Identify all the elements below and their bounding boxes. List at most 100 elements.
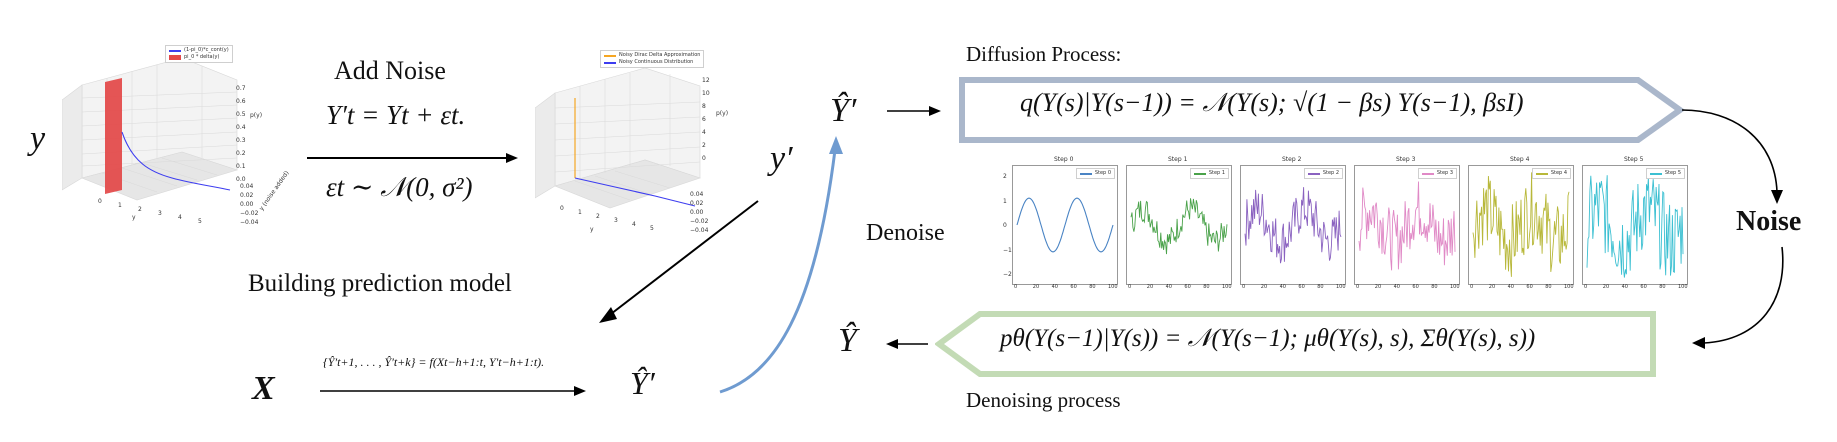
tick-label: 0	[702, 155, 706, 162]
plot1-x-axis-label: y	[132, 214, 136, 221]
to-diffusion-arrow	[887, 106, 941, 116]
tick-label: 0	[98, 198, 102, 205]
legend-swatch	[604, 54, 616, 57]
step-title: Step 3	[1396, 156, 1416, 163]
delta-bar	[105, 78, 122, 194]
plot2-legend: Noisy Dirac Delta Approximation Noisy Co…	[600, 50, 705, 68]
tick-label: 100	[1450, 284, 1460, 290]
tick-label: 2	[596, 213, 600, 220]
tick-label: 0	[1356, 284, 1360, 290]
step-panel: Step 1	[1126, 165, 1232, 285]
tick-label: 80	[1089, 284, 1096, 290]
tick-label: 0	[1014, 284, 1018, 290]
legend-entry: Step 4	[1550, 170, 1567, 176]
plot1-z-ticks: 0.7 0.6 0.5 0.4 0.3 0.2 0.1 0.0	[236, 82, 246, 186]
plot1-depth-ticks: 0.04 0.02 0.00 −0.02 −0.04	[240, 182, 258, 227]
legend-entry: Noisy Continuous Distribution	[619, 59, 694, 65]
tick-label: 0	[560, 205, 564, 212]
legend-entry: Step 1	[1208, 170, 1225, 176]
forward-equation: q(Y(s)|Y(s−1)) = 𝒩(Y(s); √(1 − βs) Y(s−1…	[1020, 88, 1524, 117]
tick-label: 10	[702, 90, 710, 97]
tick-label: 0.00	[690, 209, 704, 216]
tick-label: 20	[1488, 284, 1496, 290]
step-panel: Step 4	[1468, 165, 1574, 285]
legend-swatch	[1649, 172, 1662, 175]
tick-label: 0.7	[236, 85, 246, 92]
step-title: Step 5	[1624, 156, 1644, 163]
step-legend: Step 5	[1645, 168, 1685, 179]
tick-label: 20	[1260, 284, 1268, 290]
plot2-depth-ticks: 0.04 0.02 0.00 −0.02 −0.04	[690, 190, 708, 235]
tick-label: 4	[178, 214, 182, 221]
step-legend: Step 3	[1417, 168, 1457, 179]
tick-label: 0.04	[690, 191, 704, 198]
tick-label: 0	[1242, 284, 1246, 290]
tick-label: 3	[614, 217, 618, 224]
plot1-legend: (1-pi_0)*c_cont(y) pi_0 * delta(y)	[165, 45, 233, 63]
y-hat-label: Ŷ	[838, 322, 857, 359]
tick-label: 0.4	[236, 124, 246, 131]
legend-swatch	[169, 55, 181, 60]
tick-label: 2	[702, 142, 706, 149]
y-hat-prime-bottom: Ŷ′	[630, 365, 655, 401]
legend-entry: Step 2	[1322, 170, 1339, 176]
building-model-label: Building prediction model	[248, 270, 512, 297]
step-signal-line	[1358, 181, 1456, 271]
tick-label: −1	[1003, 246, 1012, 254]
blue-curved-arrow	[719, 136, 843, 394]
plot1-depth-axis-label: y (noise added)	[258, 169, 291, 213]
tick-label: 0.02	[240, 192, 254, 199]
legend-entry: Step 0	[1094, 170, 1111, 176]
tick-label: 20	[1602, 284, 1610, 290]
tick-label: 0.0	[236, 176, 246, 183]
denoising-process-label: Denoising process	[966, 388, 1121, 412]
tick-label: 0.1	[236, 163, 246, 170]
tick-label: 40	[1621, 284, 1628, 290]
tick-label: 40	[1279, 284, 1286, 290]
noisy-continuous-line	[574, 177, 696, 207]
tick-label: 5	[650, 225, 654, 232]
tick-label: 3	[158, 210, 162, 217]
step-legend: Step 0	[1075, 168, 1115, 179]
tick-label: 6	[702, 116, 706, 123]
tick-label: 0.04	[240, 183, 254, 190]
y-prime-label: y′	[770, 140, 793, 177]
tick-label: −0.02	[240, 210, 259, 217]
step-title: Step 1	[1168, 156, 1188, 163]
legend-swatch	[1307, 172, 1320, 175]
plot2-z-axis-label: p(y)	[716, 110, 729, 117]
plot1-3d-chart	[62, 57, 239, 201]
step-title: Step 2	[1282, 156, 1302, 163]
tick-label: 2	[138, 206, 142, 213]
step-panel: Step 5	[1582, 165, 1688, 285]
legend-swatch	[169, 49, 181, 52]
noise-equation: Y′t = Yt + εt.	[326, 100, 466, 130]
continuous-curve	[121, 131, 231, 191]
reverse-process-box	[935, 311, 1656, 377]
diffusion-process-label: Diffusion Process:	[966, 42, 1122, 66]
step-legend: Step 1	[1189, 168, 1229, 179]
tick-label: 12	[702, 77, 710, 84]
tick-label: 40	[1393, 284, 1400, 290]
step-title: Step 0	[1054, 156, 1074, 163]
y-label: y	[30, 120, 46, 157]
tick-label: 80	[1545, 284, 1552, 290]
step-signal-line	[1586, 175, 1684, 278]
legend-entry: (1-pi_0)*c_cont(y)	[184, 47, 229, 53]
step-signal-line	[1472, 172, 1570, 277]
tick-label: 5	[198, 218, 202, 225]
tick-label: 20	[1146, 284, 1154, 290]
step-signal-line	[1130, 198, 1228, 255]
legend-swatch	[1535, 172, 1548, 175]
step-title: Step 4	[1510, 156, 1530, 163]
tick-label: 0.5	[236, 111, 246, 118]
y-hat-prime-label: Ŷ′	[830, 92, 857, 129]
step-signal-line	[1016, 197, 1114, 253]
tick-label: 1	[1003, 197, 1007, 205]
legend-entry: Step 3	[1436, 170, 1453, 176]
tick-label: 4	[702, 129, 706, 136]
plot1-z-axis-label: p(y)	[250, 112, 263, 119]
tick-label: 100	[1222, 284, 1232, 290]
tick-label: 60	[1526, 284, 1533, 290]
step-signal-plot	[1586, 175, 1684, 278]
